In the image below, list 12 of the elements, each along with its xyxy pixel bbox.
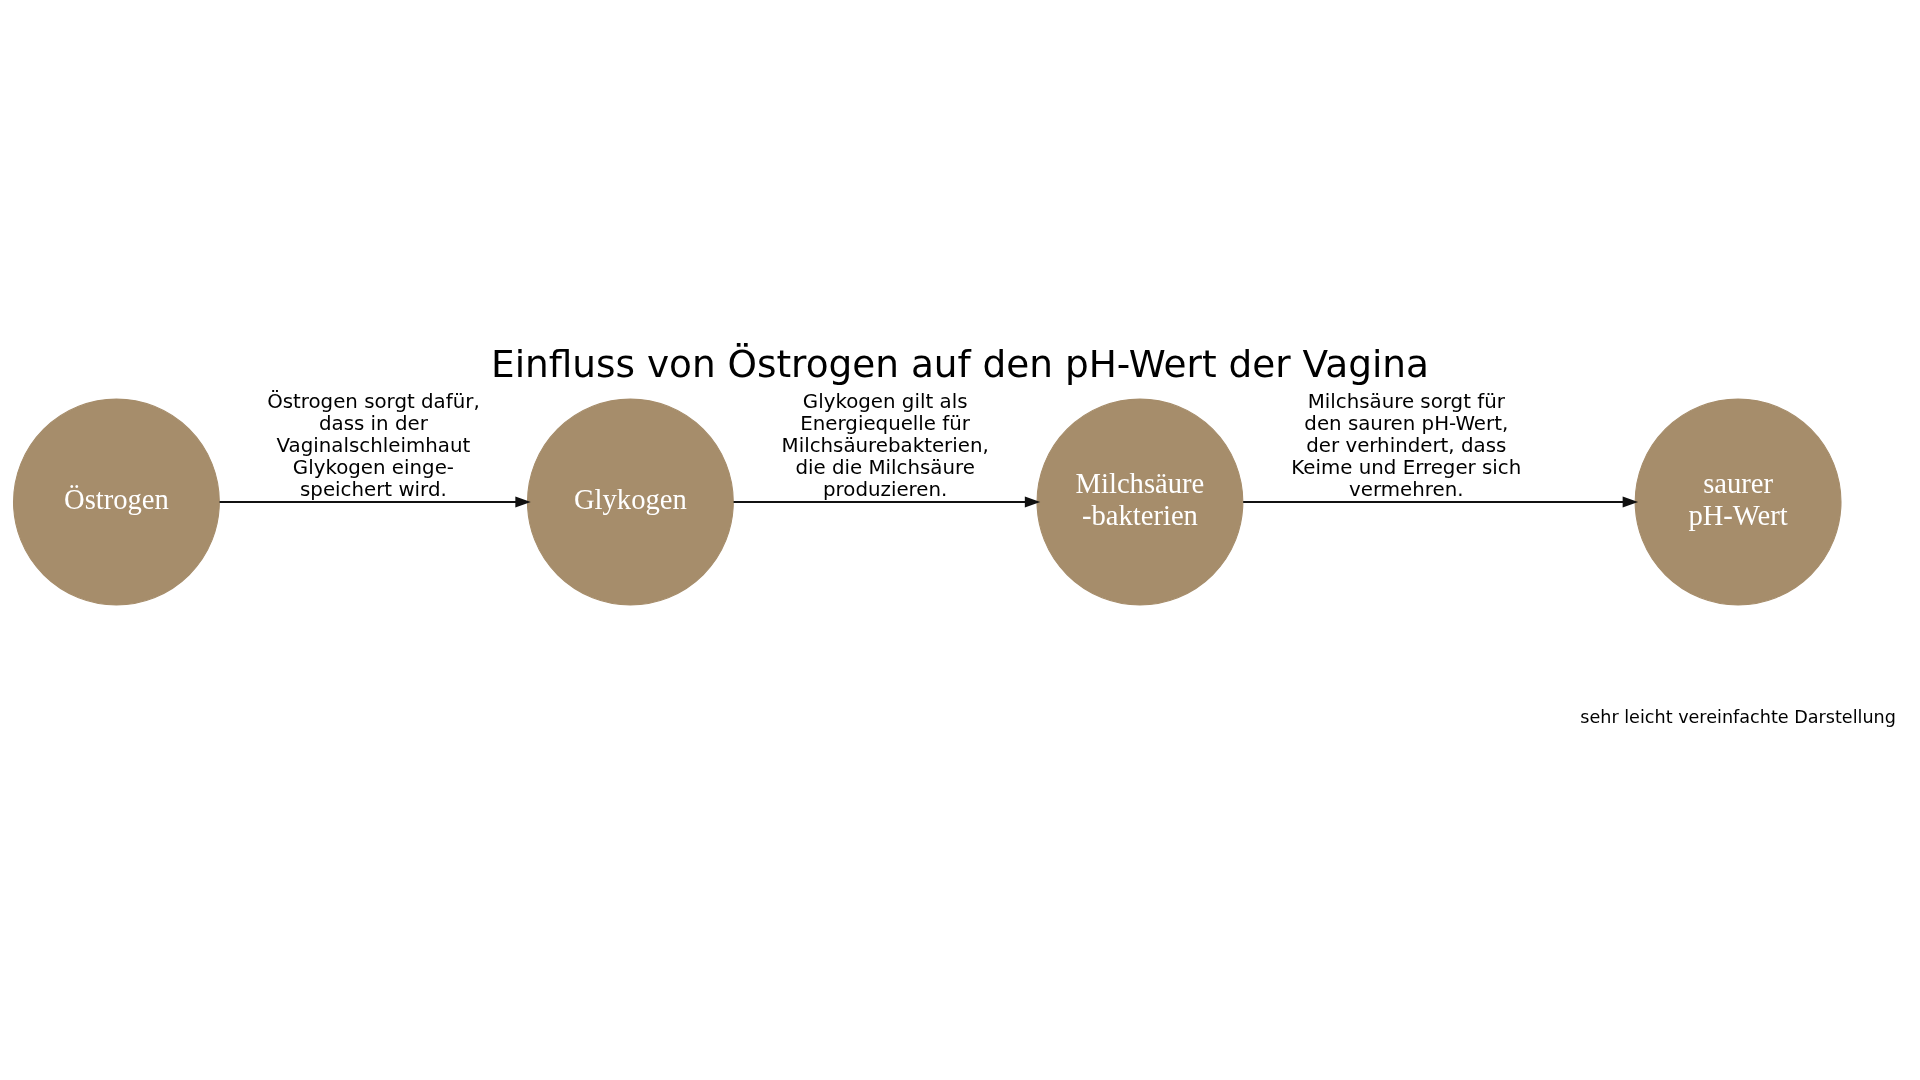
node-circle: saurer pH-Wert: [1634, 398, 1842, 605]
arrow: [733, 496, 1041, 507]
node-circle: Milchsäure -bakterien: [1036, 398, 1244, 605]
arrow: [219, 496, 531, 507]
edge-label: Östrogen sorgt dafür, dass in der Vaginalschleimhaut Glykogen einge- speichert wird.: [267, 389, 480, 501]
edge-label: Milchsäure sorgt für den sauren pH-Wert, der verhindert, dass Keime und Erreger sich vermehren.: [1291, 389, 1522, 501]
arrow: [1243, 496, 1639, 507]
node-circle: Glykogen: [526, 398, 734, 605]
label: sehr leicht vereinfachte Darstellung: [1580, 706, 1896, 727]
diagram-title: Einfluss von Östrogen auf den pH-Wert der Vagina: [491, 341, 1429, 386]
node-circle: Östrogen: [12, 398, 220, 605]
edge-label: Glykogen gilt als Energiequelle für Milchsäurebakterien, die die Milchsäure produzieren.: [781, 389, 989, 501]
